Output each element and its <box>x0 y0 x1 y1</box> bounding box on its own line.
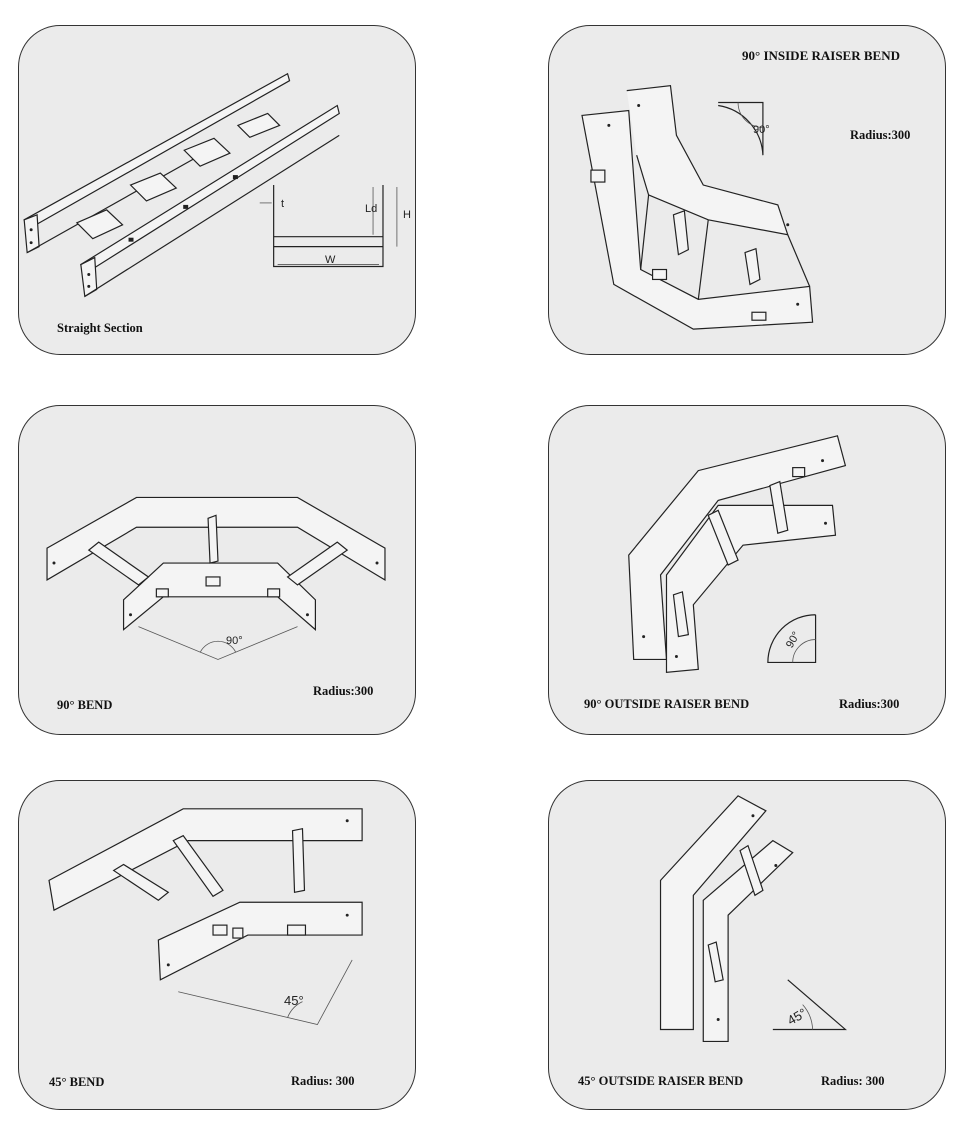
straight-section-drawing <box>23 72 398 298</box>
panel-title: 90° BEND <box>57 698 113 712</box>
panel-90-outside-raiser-bend: 90° 90° OUTSIDE RAISER BEND Radius:300 <box>548 405 946 735</box>
inside-raiser-bend-drawing <box>581 84 814 330</box>
panel-title: 90° OUTSIDE RAISER BEND <box>584 697 750 711</box>
panel-straight-section: t Ld H W Straight Section <box>18 25 416 355</box>
dim-t-label: t <box>281 198 285 210</box>
angle-label: 45° <box>284 993 304 1008</box>
outside-raiser-bend-drawing <box>628 435 847 674</box>
radius-label: Radius:300 <box>850 128 911 142</box>
panel-title: 45° OUTSIDE RAISER BEND <box>578 1074 744 1088</box>
45-outside-raiser-bend-drawing <box>659 795 848 1043</box>
panel-title: 90° INSIDE RAISER BEND <box>742 48 900 63</box>
90-bend-drawing <box>46 496 386 660</box>
radius-label: Radius: 300 <box>821 1074 885 1088</box>
panel-90-bend: 90° 90° BEND Radius:300 <box>18 405 416 735</box>
panel-45-bend: 45° 45° BEND Radius: 300 <box>18 780 416 1110</box>
angle-label: 90° <box>753 124 770 136</box>
radius-label: Radius:300 <box>839 697 900 711</box>
dim-h-label: H <box>403 209 411 221</box>
45-bend-drawing <box>48 808 363 1025</box>
panel-90-inside-raiser-bend: 90° INSIDE RAISER BEND 90° Radius:300 <box>548 25 946 355</box>
panel-title: 45° BEND <box>49 1075 105 1089</box>
dim-w-label: W <box>325 254 336 266</box>
angle-label: 90° <box>226 635 243 647</box>
radius-label: Radius: 300 <box>291 1074 355 1088</box>
panel-title: Straight Section <box>57 321 143 335</box>
radius-label: Radius:300 <box>313 684 374 698</box>
panel-45-outside-raiser-bend: 45° 45° OUTSIDE RAISER BEND Radius: 300 <box>548 780 946 1110</box>
dim-ld-label: Ld <box>365 203 378 215</box>
